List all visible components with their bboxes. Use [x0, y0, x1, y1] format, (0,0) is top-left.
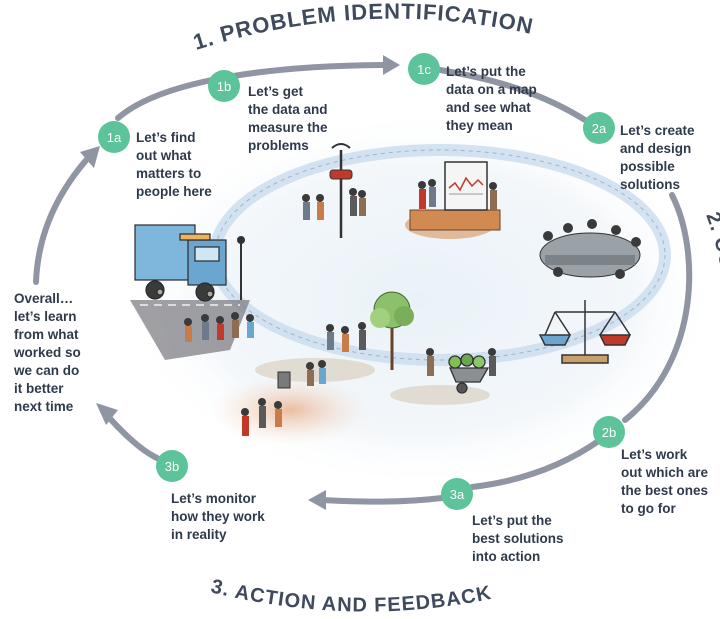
step-badge-3a: 3a	[441, 478, 473, 510]
wheelbarrow	[448, 353, 490, 394]
step-1c-text: Let’s put the data on a map and see what…	[446, 64, 537, 133]
arrow-2b-to-3a	[469, 437, 603, 490]
arrowhead-1a	[80, 146, 100, 168]
step-1a-text: Let’s find out what matters to people he…	[136, 130, 212, 199]
phase-2-title: 2. CO-DESIGN	[701, 209, 720, 362]
step-badge-1a: 1a	[98, 121, 130, 153]
step-badge-1b: 1b	[208, 70, 240, 102]
step-1b-text: Let’s get the data and measure the probl…	[248, 84, 328, 153]
step-badge-1c: 1c	[408, 53, 440, 85]
measurement-pole	[329, 143, 353, 238]
arrow-left-to-1a	[33, 155, 91, 285]
overall-text: Overall… let’s learn from what worked so…	[14, 291, 81, 414]
arrow-3a-to-3b	[319, 495, 445, 505]
step-badge-2a: 2a	[583, 112, 615, 144]
arrow-1a-to-1c	[115, 62, 388, 121]
arrowhead-1c	[383, 55, 400, 75]
phase-3-title: 3. ACTION AND FEEDBACK	[209, 575, 494, 616]
arrowhead-3b-left	[96, 403, 118, 425]
tree	[370, 291, 414, 370]
ground-patch	[210, 375, 370, 445]
monitor-box	[277, 371, 291, 389]
people	[184, 179, 641, 436]
step-badge-2b: 2b	[593, 416, 625, 448]
step-3a-text: Let’s put the best solutions into action	[472, 513, 564, 564]
balance-scale	[538, 300, 632, 364]
presentation-board	[409, 161, 501, 231]
arrow-1c-to-2a	[437, 67, 588, 123]
arrowhead-3a-left	[308, 490, 326, 510]
truck	[134, 224, 227, 302]
step-3b-text: Let’s monitor how they work in reality	[171, 491, 265, 542]
step-2b-text: Let’s work out which are the best ones t…	[621, 447, 709, 516]
step-2a-text: Let’s create and design possible solutio…	[620, 123, 695, 192]
arrow-2a-to-2b	[622, 192, 693, 423]
phase-1-title: 1. PROBLEM IDENTIFICATION	[190, 0, 536, 55]
step-badge-3b: 3b	[156, 450, 188, 482]
meeting-table	[539, 232, 641, 278]
